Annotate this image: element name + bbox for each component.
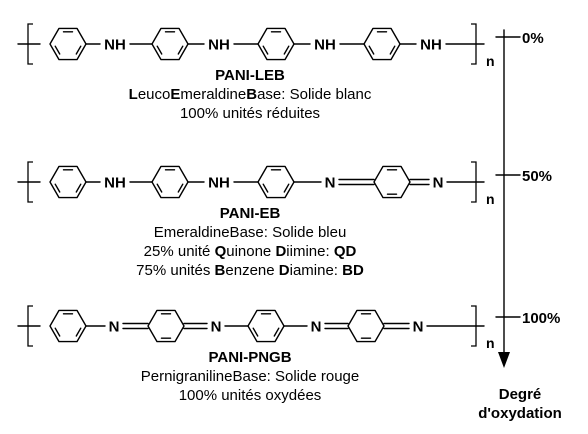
description-text: D	[278, 262, 290, 279]
ring	[151, 27, 189, 61]
ring	[147, 309, 185, 343]
oxidation-axis-label: Degré d'oxydation	[470, 385, 570, 423]
ring-double-bond	[75, 183, 82, 193]
ring-double-bond	[156, 45, 163, 55]
description-text: Q	[214, 243, 227, 260]
description-line: 100% unités réduites	[80, 104, 420, 123]
description-line: 75% unités Benzene Diamine: BD	[80, 261, 420, 280]
nitrogen-label: NH	[314, 37, 336, 54]
repeat-subscript: n	[486, 191, 495, 207]
axis-label-line-2: d'oxydation	[478, 405, 562, 422]
description-text: euco	[137, 86, 171, 103]
ring-double-bond	[177, 45, 184, 55]
ring-double-bond	[389, 45, 396, 55]
axis-label-line-1: Degré	[498, 386, 542, 403]
ring-double-bond	[54, 183, 61, 193]
description-text: B	[214, 262, 226, 279]
description-text: PernigranilineBase: Solide rouge	[140, 368, 360, 385]
description-text: 75% unités	[136, 262, 215, 279]
description-line: 25% unité Quinone Diimine: QD	[80, 242, 420, 261]
scale-tick-label: 0%	[522, 30, 544, 47]
description-text: ase: Solide blanc	[257, 86, 372, 103]
description-text: E	[170, 86, 181, 103]
ring	[49, 309, 87, 343]
ring-double-bond	[273, 327, 280, 337]
pngb-description: PANI-PNGB PernigranilineBase: Solide rou…	[80, 348, 420, 405]
pngb-name: PANI-PNGB	[208, 349, 292, 366]
description-text: 25% unité	[143, 243, 215, 260]
description-text: meraldine	[180, 86, 247, 103]
leb-description: PANI-LEB LeucoEmeraldineBase: Solide bla…	[80, 66, 420, 123]
ring	[151, 165, 189, 199]
leb-name: PANI-LEB	[215, 67, 285, 84]
ring-double-bond	[177, 183, 184, 193]
description-text: QD	[333, 243, 357, 260]
nitrogen-label: N	[109, 319, 120, 336]
ring	[347, 309, 385, 343]
repeat-subscript: n	[486, 335, 495, 351]
axis-arrowhead	[498, 352, 510, 368]
ring-double-bond	[283, 45, 290, 55]
nitrogen-label: N	[413, 319, 424, 336]
nitrogen-label: N	[211, 319, 222, 336]
ring	[257, 27, 295, 61]
ring	[257, 165, 295, 199]
description-line: EmeraldineBase: Solide bleu	[80, 223, 420, 242]
ring-double-bond	[262, 183, 269, 193]
nitrogen-label: N	[311, 319, 322, 336]
ring-double-bond	[54, 45, 61, 55]
ring-double-bond	[156, 183, 163, 193]
description-text: D	[275, 243, 287, 260]
ring-double-bond	[252, 327, 259, 337]
description-line: LeucoEmeraldineBase: Solide blanc	[80, 85, 420, 104]
ring-double-bond	[368, 45, 375, 55]
description-text: L	[128, 86, 138, 103]
ring	[363, 27, 401, 61]
description-text: 100% unités réduites	[179, 105, 321, 122]
nitrogen-label: N	[325, 175, 336, 192]
ring-double-bond	[262, 45, 269, 55]
bracket	[471, 23, 477, 65]
description-text: enzene	[225, 262, 279, 279]
description-line: PernigranilineBase: Solide rouge	[80, 367, 420, 386]
nitrogen-label: N	[433, 175, 444, 192]
nitrogen-label: NH	[104, 37, 126, 54]
ring	[49, 165, 87, 199]
description-text: 100% unités oxydées	[178, 387, 322, 404]
ring-double-bond	[75, 45, 82, 55]
description-text: B	[246, 86, 258, 103]
bracket	[471, 305, 477, 347]
ring-double-bond	[75, 327, 82, 337]
description-line: 100% unités oxydées	[80, 386, 420, 405]
eb-name: PANI-EB	[219, 205, 281, 222]
description-text: EmeraldineBase: Solide bleu	[153, 224, 347, 241]
description-text: iamine:	[289, 262, 343, 279]
scale-tick-label: 100%	[522, 310, 560, 327]
ring	[373, 165, 411, 199]
repeat-subscript: n	[486, 53, 495, 69]
scale-tick-label: 50%	[522, 168, 552, 185]
ring	[247, 309, 285, 343]
ring-double-bond	[54, 327, 61, 337]
description-text: iimine:	[286, 243, 334, 260]
nitrogen-label: NH	[420, 37, 442, 54]
nitrogen-label: NH	[208, 175, 230, 192]
description-text: BD	[342, 262, 364, 279]
ring	[49, 27, 87, 61]
description-text: uinone	[226, 243, 276, 260]
nitrogen-label: NH	[208, 37, 230, 54]
bracket	[471, 161, 477, 203]
ring-double-bond	[283, 183, 290, 193]
nitrogen-label: NH	[104, 175, 126, 192]
